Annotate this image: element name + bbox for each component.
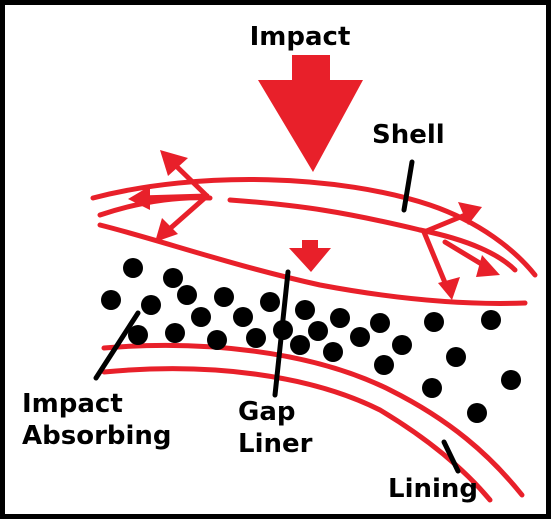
small-impact-arrow xyxy=(289,240,331,272)
shell-middle-line xyxy=(227,197,423,233)
foam-bead xyxy=(101,290,121,310)
deflection-arrows-right xyxy=(421,202,500,300)
shell-label: Shell xyxy=(372,120,445,150)
leader-lines xyxy=(93,159,461,474)
foam-bead xyxy=(422,378,442,398)
foam-bead xyxy=(165,323,185,343)
lining-label: Lining xyxy=(388,474,478,504)
foam-bead xyxy=(424,312,444,332)
foam-bead xyxy=(128,325,148,345)
foam-bead xyxy=(392,335,412,355)
shell-outer-line xyxy=(90,177,538,278)
impact-arrow xyxy=(258,55,363,172)
foam-bead xyxy=(370,313,390,333)
foam-bead xyxy=(323,342,343,362)
foam-bead xyxy=(467,403,487,423)
foam-bead xyxy=(374,355,394,375)
gap-liner-leader xyxy=(272,269,291,398)
foam-bead xyxy=(177,285,197,305)
absorbing-liner-dots xyxy=(101,258,521,423)
foam-bead xyxy=(260,292,280,312)
lining-upper-line xyxy=(101,342,525,498)
shell-inner-line-right xyxy=(417,227,518,273)
foam-bead xyxy=(308,321,328,341)
foam-bead xyxy=(295,300,315,320)
foam-bead xyxy=(350,327,370,347)
foam-bead xyxy=(246,328,266,348)
impact-absorbing-leader xyxy=(93,310,141,381)
foam-bead xyxy=(233,307,253,327)
foam-bead xyxy=(330,308,350,328)
foam-bead xyxy=(214,287,234,307)
impact-absorbing-label-line1: Impact xyxy=(22,389,123,419)
foam-bead xyxy=(446,347,466,367)
foam-bead xyxy=(191,307,211,327)
gap-liner-label-line2: Liner xyxy=(238,429,313,459)
foam-bead xyxy=(123,258,143,278)
foam-bead xyxy=(207,330,227,350)
impact-label: Impact xyxy=(250,22,351,52)
deflection-arrows-left xyxy=(128,150,210,242)
gap-liner-label-line1: Gap xyxy=(238,397,296,427)
foam-bead xyxy=(163,268,183,288)
foam-bead xyxy=(290,335,310,355)
foam-bead xyxy=(141,295,161,315)
foam-bead xyxy=(501,370,521,390)
lining-leader xyxy=(441,439,461,474)
foam-bead xyxy=(481,310,501,330)
impact-absorbing-label-line2: Absorbing xyxy=(22,421,172,451)
shell-leader xyxy=(401,159,415,213)
